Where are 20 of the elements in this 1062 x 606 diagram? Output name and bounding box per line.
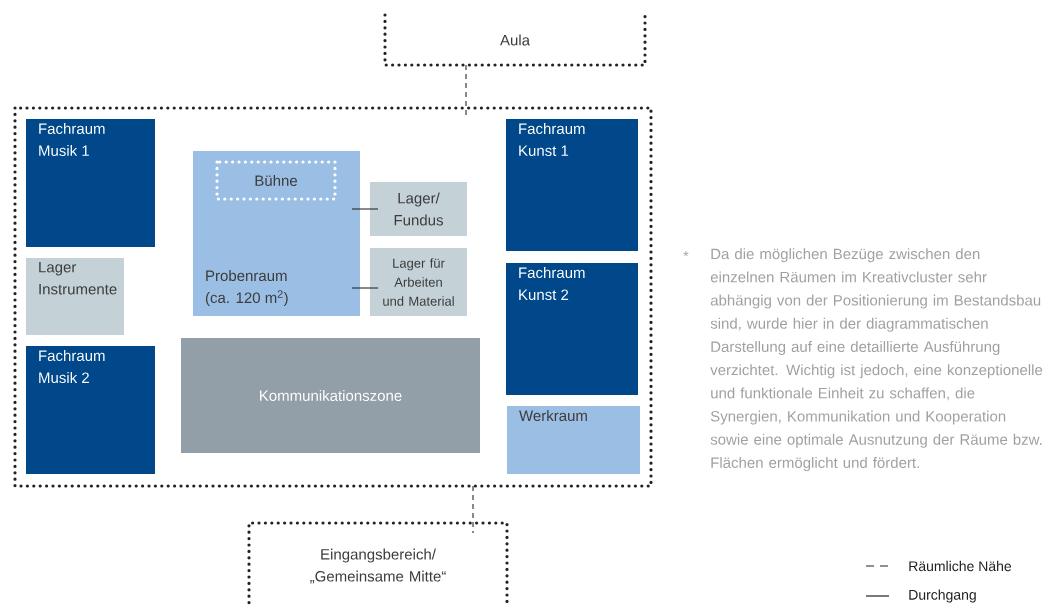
room-box: Werkraum — [507, 406, 640, 474]
room-box: Fachraum Musik 1 — [26, 119, 155, 247]
legend-label: Räumliche Nähe — [909, 560, 1012, 572]
room-box: Lager für Arbeiten und Material — [370, 248, 467, 316]
room-box: Fachraum Kunst 2 — [506, 263, 638, 395]
cluster-outline — [13, 106, 653, 488]
room-box: Kommunikationszone — [181, 338, 480, 453]
note-text: Da die möglichen Bezüge zwischen den einzelnen Räumen im Kreativcluster sehr abhängig von der Positionierung im Bestandsbau sind, wurde hier in der diagrammatischen Darstellung auf eine detaillierte Ausführung verzichtet. Wichtig ist jedoch, eine konzeptionelle und funktionale Einheit zu schaffen, die Synergien, Kommunikation und Kooperation sowie eine optimale Ausnutzung der Räume bzw. Flächen ermöglicht und fördert. — [710, 248, 1043, 471]
connector-line — [472, 485, 474, 534]
room-box: Lager/ Fundus — [370, 182, 467, 236]
room-box: Fachraum Musik 2 — [26, 346, 155, 474]
open-room-outline: Aula — [383, 13, 647, 67]
connector-line — [351, 208, 379, 210]
footnote-marker: * — [683, 251, 689, 257]
room-box: Lager Instrumente — [26, 258, 124, 335]
connector-line — [351, 287, 379, 289]
room-box: Fachraum Kunst 1 — [506, 119, 638, 251]
stage-outline: Bühne — [215, 160, 337, 201]
open-room-outline: Eingangsbereich/ „Gemeinsame Mitte“ — [247, 521, 509, 606]
legend-label: Durchgang — [909, 589, 976, 603]
